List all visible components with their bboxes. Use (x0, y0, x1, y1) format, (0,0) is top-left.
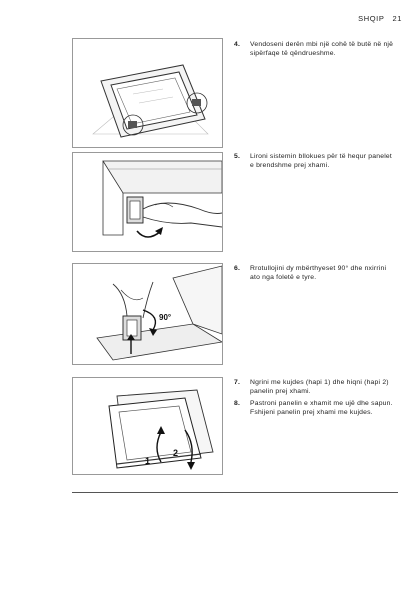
angle-label: 90° (159, 313, 171, 322)
illustration-door-on-cloth (72, 38, 223, 148)
step-number: 8. (234, 400, 241, 407)
step-7: 7. Ngrini me kujdes (hapi 1) dhe hiqni (… (234, 378, 394, 396)
footer-divider (72, 492, 398, 493)
step-8: 8. Pastroni panelin e xhamit me ujë dhe … (234, 399, 394, 417)
page-header: SHQIP 21 (358, 14, 402, 23)
illustration-release-lock (72, 152, 223, 252)
step-text: Rrotullojini dy mbërthyeset 90° dhe nxir… (250, 265, 387, 281)
illustration-remove-glass-panel: 1 2 (72, 377, 223, 475)
step-6: 6. Rrotullojini dy mbërthyeset 90° dhe n… (234, 264, 394, 282)
step-number: 4. (234, 41, 241, 48)
step-4: 4. Vendoseni derën mbi një cohë të butë … (234, 40, 394, 58)
step-text: Vendoseni derën mbi një cohë të butë në … (250, 41, 394, 57)
illustration-rotate-fasteners: 90° (72, 263, 223, 365)
page-number: 21 (392, 14, 402, 23)
section-title: SHQIP (358, 14, 385, 23)
step-5: 5. Lironi sistemin bllokues për të hequr… (234, 152, 394, 170)
step-label-2: 2 (173, 448, 178, 458)
step-text: Ngrini me kujdes (hapi 1) dhe hiqni (hap… (250, 379, 389, 395)
step-text: Pastroni panelin e xhamit me ujë dhe sap… (250, 400, 393, 416)
step-number: 6. (234, 265, 241, 272)
step-label-1: 1 (145, 456, 150, 466)
step-number: 7. (234, 379, 241, 386)
step-number: 5. (234, 153, 241, 160)
step-text: Lironi sistemin bllokues për të hequr pa… (250, 153, 392, 169)
